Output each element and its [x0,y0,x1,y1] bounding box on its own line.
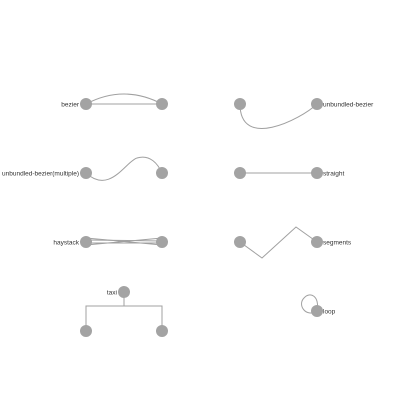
bezier-source-node[interactable] [80,98,92,110]
unbundled-bezier-example: unbundled-bezier [234,98,374,129]
taxi-label: taxi [107,290,117,297]
segments-source-node[interactable] [234,236,246,248]
unbundled-bezier-source-node[interactable] [234,98,246,110]
unbundled-bezier-edge[interactable] [239,103,318,129]
unbundled-bezier-target-node[interactable] [311,98,323,110]
haystack-example: haystack [53,236,168,248]
taxi-source-node[interactable] [118,286,130,298]
unbundled-bezier-multiple-example: unbundled-bezier(multiple) [2,156,168,181]
bezier-edge-curved[interactable] [85,93,163,105]
haystack-edge-3[interactable] [85,239,163,242]
taxi-example: taxi [80,286,168,337]
loop-label: loop [323,309,336,316]
segments-label: segments [323,240,352,247]
bezier-example: bezier [61,93,168,110]
loop-example: loop [301,294,336,317]
taxi-edge-right[interactable] [123,292,163,331]
bezier-target-node[interactable] [156,98,168,110]
haystack-label: haystack [53,240,79,247]
taxi-edge-left[interactable] [85,292,125,331]
unbundled-bezier-multiple-label: unbundled-bezier(multiple) [2,171,79,178]
straight-label: straight [323,171,345,178]
bezier-label: bezier [61,102,80,109]
segments-edge[interactable] [239,226,318,259]
haystack-edge-2[interactable] [85,237,163,246]
unbundled-bezier-multiple-edge[interactable] [85,156,163,181]
straight-source-node[interactable] [234,167,246,179]
haystack-target-node[interactable] [156,236,168,248]
loop-edge[interactable] [301,294,319,314]
segments-target-node[interactable] [311,236,323,248]
straight-target-node[interactable] [311,167,323,179]
unbundled-bezier-multiple-source-node[interactable] [80,167,92,179]
unbundled-bezier-multiple-target-node[interactable] [156,167,168,179]
haystack-source-node[interactable] [80,236,92,248]
straight-example: straight [234,167,345,179]
unbundled-bezier-label: unbundled-bezier [323,102,374,109]
segments-example: segments [234,226,352,259]
loop-node[interactable] [311,305,323,317]
taxi-left-target-node[interactable] [80,325,92,337]
taxi-right-target-node[interactable] [156,325,168,337]
